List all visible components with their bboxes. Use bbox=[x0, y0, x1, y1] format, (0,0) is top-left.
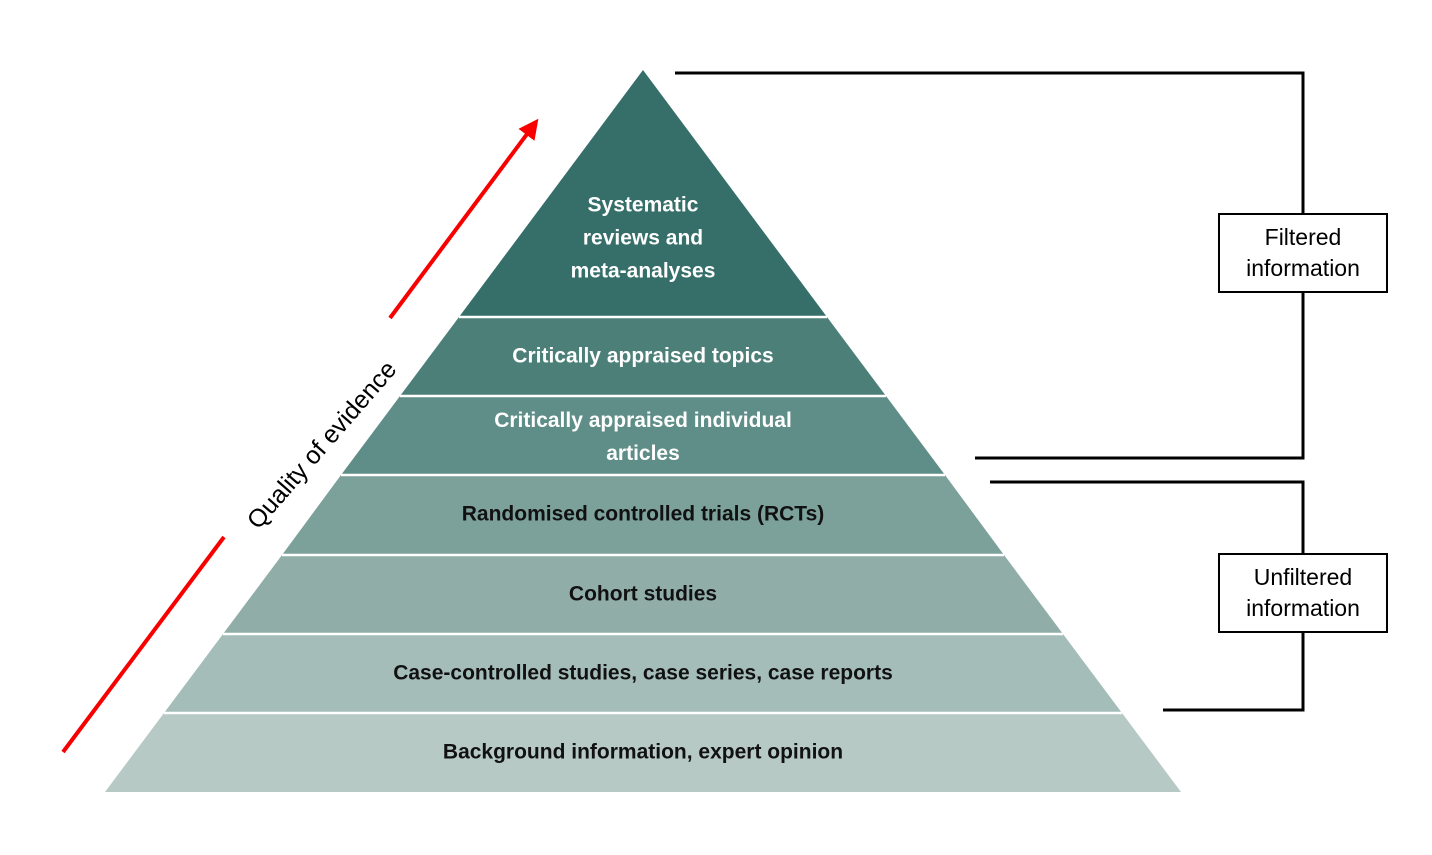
unfiltered-information-label-line: information bbox=[1246, 595, 1360, 621]
quality-arrow-lower-segment bbox=[61, 535, 226, 754]
label-line: Background information, expert opinion bbox=[442, 740, 844, 764]
pyramid-level-1-label: Systematic reviews and meta-analyses bbox=[571, 189, 716, 288]
pyramid-level-1-shape bbox=[459, 70, 827, 317]
pyramid-level-3-label: Critically appraised individual articles bbox=[494, 404, 792, 470]
pyramid-level-7-shape bbox=[105, 713, 1181, 792]
pyramid-level-6-label: Case-controlled studies, case series, ca… bbox=[393, 657, 893, 690]
label-line: Critically appraised individual bbox=[494, 409, 792, 432]
pyramid-level-4-shape bbox=[282, 475, 1004, 555]
pyramid-level-3-shape bbox=[341, 396, 945, 475]
pyramid-level-5-label: Cohort studies bbox=[569, 578, 717, 611]
quality-arrow-upper-segment bbox=[388, 118, 539, 320]
filtered-information-box: Filtered information bbox=[1218, 213, 1388, 293]
label-line: Cohort studies bbox=[568, 582, 718, 606]
label-line: Systematic bbox=[587, 193, 699, 217]
label-line: reviews and bbox=[582, 226, 704, 250]
pyramid-level-4-label: Randomised controlled trials (RCTs) bbox=[462, 498, 825, 531]
pyramid-level-6-shape bbox=[164, 634, 1122, 713]
pyramid-level-5-shape bbox=[223, 555, 1063, 634]
unfiltered-information-box: Unfiltered information bbox=[1218, 553, 1388, 633]
label-line: Case-controlled studies, case series, ca… bbox=[393, 661, 893, 685]
filtered-information-label-line: information bbox=[1246, 255, 1360, 281]
pyramid-level-2-shape bbox=[400, 317, 886, 396]
label-line: Critically appraised topics bbox=[512, 344, 774, 368]
filtered-information-label-line: Filtered bbox=[1264, 224, 1342, 250]
label-line: meta-analyses bbox=[570, 259, 716, 283]
label-line: articles bbox=[606, 442, 680, 465]
unfiltered-information-label-line: Unfiltered bbox=[1253, 564, 1353, 590]
pyramid-level-7-label: Background information, expert opinion bbox=[443, 736, 843, 769]
label-line: Randomised controlled trials (RCTs) bbox=[461, 502, 825, 526]
pyramid-level-2-label: Critically appraised topics bbox=[512, 340, 773, 373]
